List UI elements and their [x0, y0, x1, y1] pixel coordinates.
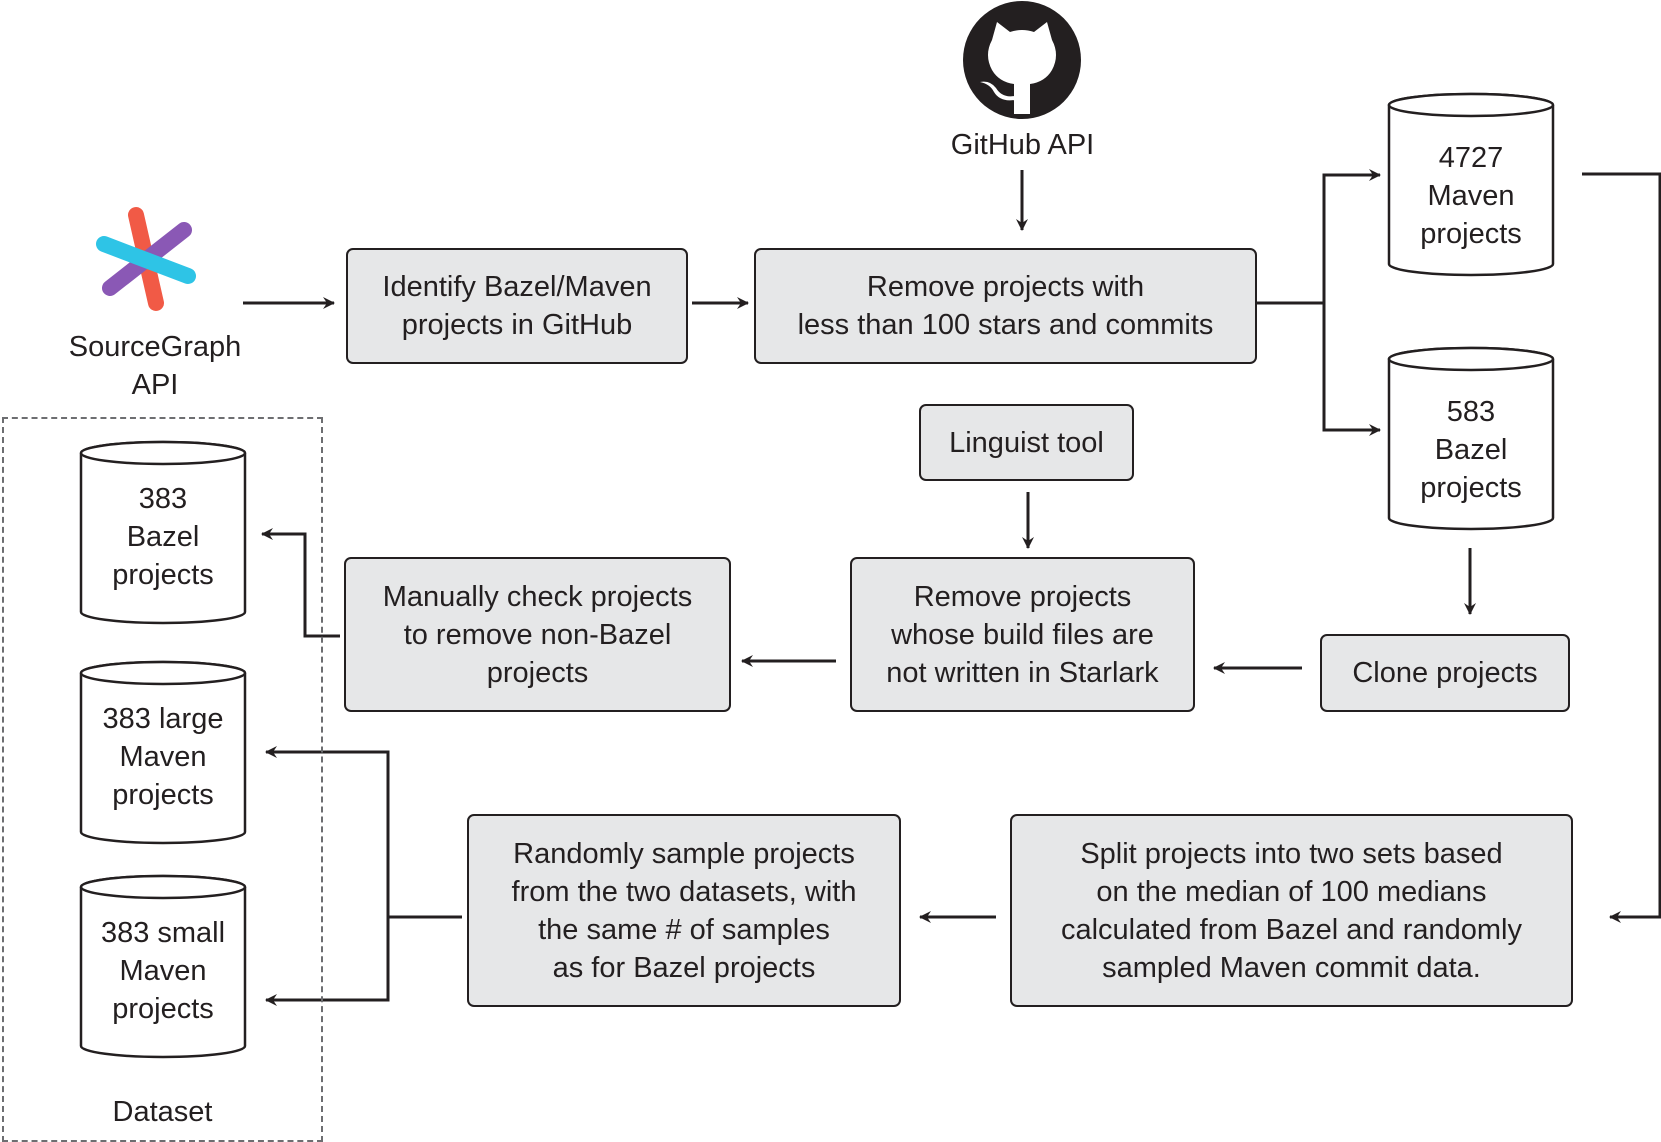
bazel-383-store-cylinder-top: [79, 440, 247, 466]
bazel-583-store-label: 583 Bazel projects: [1420, 396, 1522, 504]
maven-4727-store-label: 4727 Maven projects: [1420, 142, 1522, 250]
maven-small-store-cylinder-top: [79, 874, 247, 900]
linguist-tool-box: Linguist tool: [919, 404, 1134, 481]
maven-small-store-label: 383 small Maven projects: [100, 917, 226, 1025]
github-octocat-icon: [963, 1, 1081, 119]
arrow-branch-to-maven-4727: [1322, 169, 1381, 303]
maven-4727-store-cylinder-top: [1387, 92, 1555, 118]
bazel-583-store-cylinder-top: [1387, 346, 1555, 372]
bazel-383-store-label: 383 Bazel projects: [112, 483, 214, 591]
arrow-junction-to-maven-small: [265, 917, 390, 1006]
github-api-label: GitHub API: [950, 129, 1095, 161]
maven-large-store-label: 383 large Maven projects: [102, 703, 224, 811]
random-sample-box: Randomly sample projects from the two da…: [467, 814, 901, 1007]
maven-large-store-cylinder-top: [79, 660, 247, 686]
connectors: [243, 169, 1661, 1006]
remove-low-stars-box: Remove projects with less than 100 stars…: [754, 248, 1257, 364]
manual-check-box: Manually check projects to remove non-Ba…: [344, 557, 731, 712]
split-projects-box: Split projects into two sets based on th…: [1010, 814, 1573, 1007]
dataset-group: [2, 417, 323, 1142]
arrow-branch-to-bazel-583: [1322, 303, 1381, 436]
arrow-junction-to-maven-large: [265, 746, 390, 917]
remove-non-starlark-box: Remove projects whose build files are no…: [850, 557, 1195, 712]
sourcegraph-api-label: SourceGraph API: [68, 331, 242, 401]
arrow-maven-4727-to-split: [1582, 172, 1661, 923]
identify-projects-box: Identify Bazel/Maven projects in GitHub: [346, 248, 688, 364]
clone-projects-box: Clone projects: [1320, 634, 1570, 712]
sourcegraph-logo-icon: [96, 207, 196, 311]
dataset-label: Dataset: [112, 1096, 213, 1128]
